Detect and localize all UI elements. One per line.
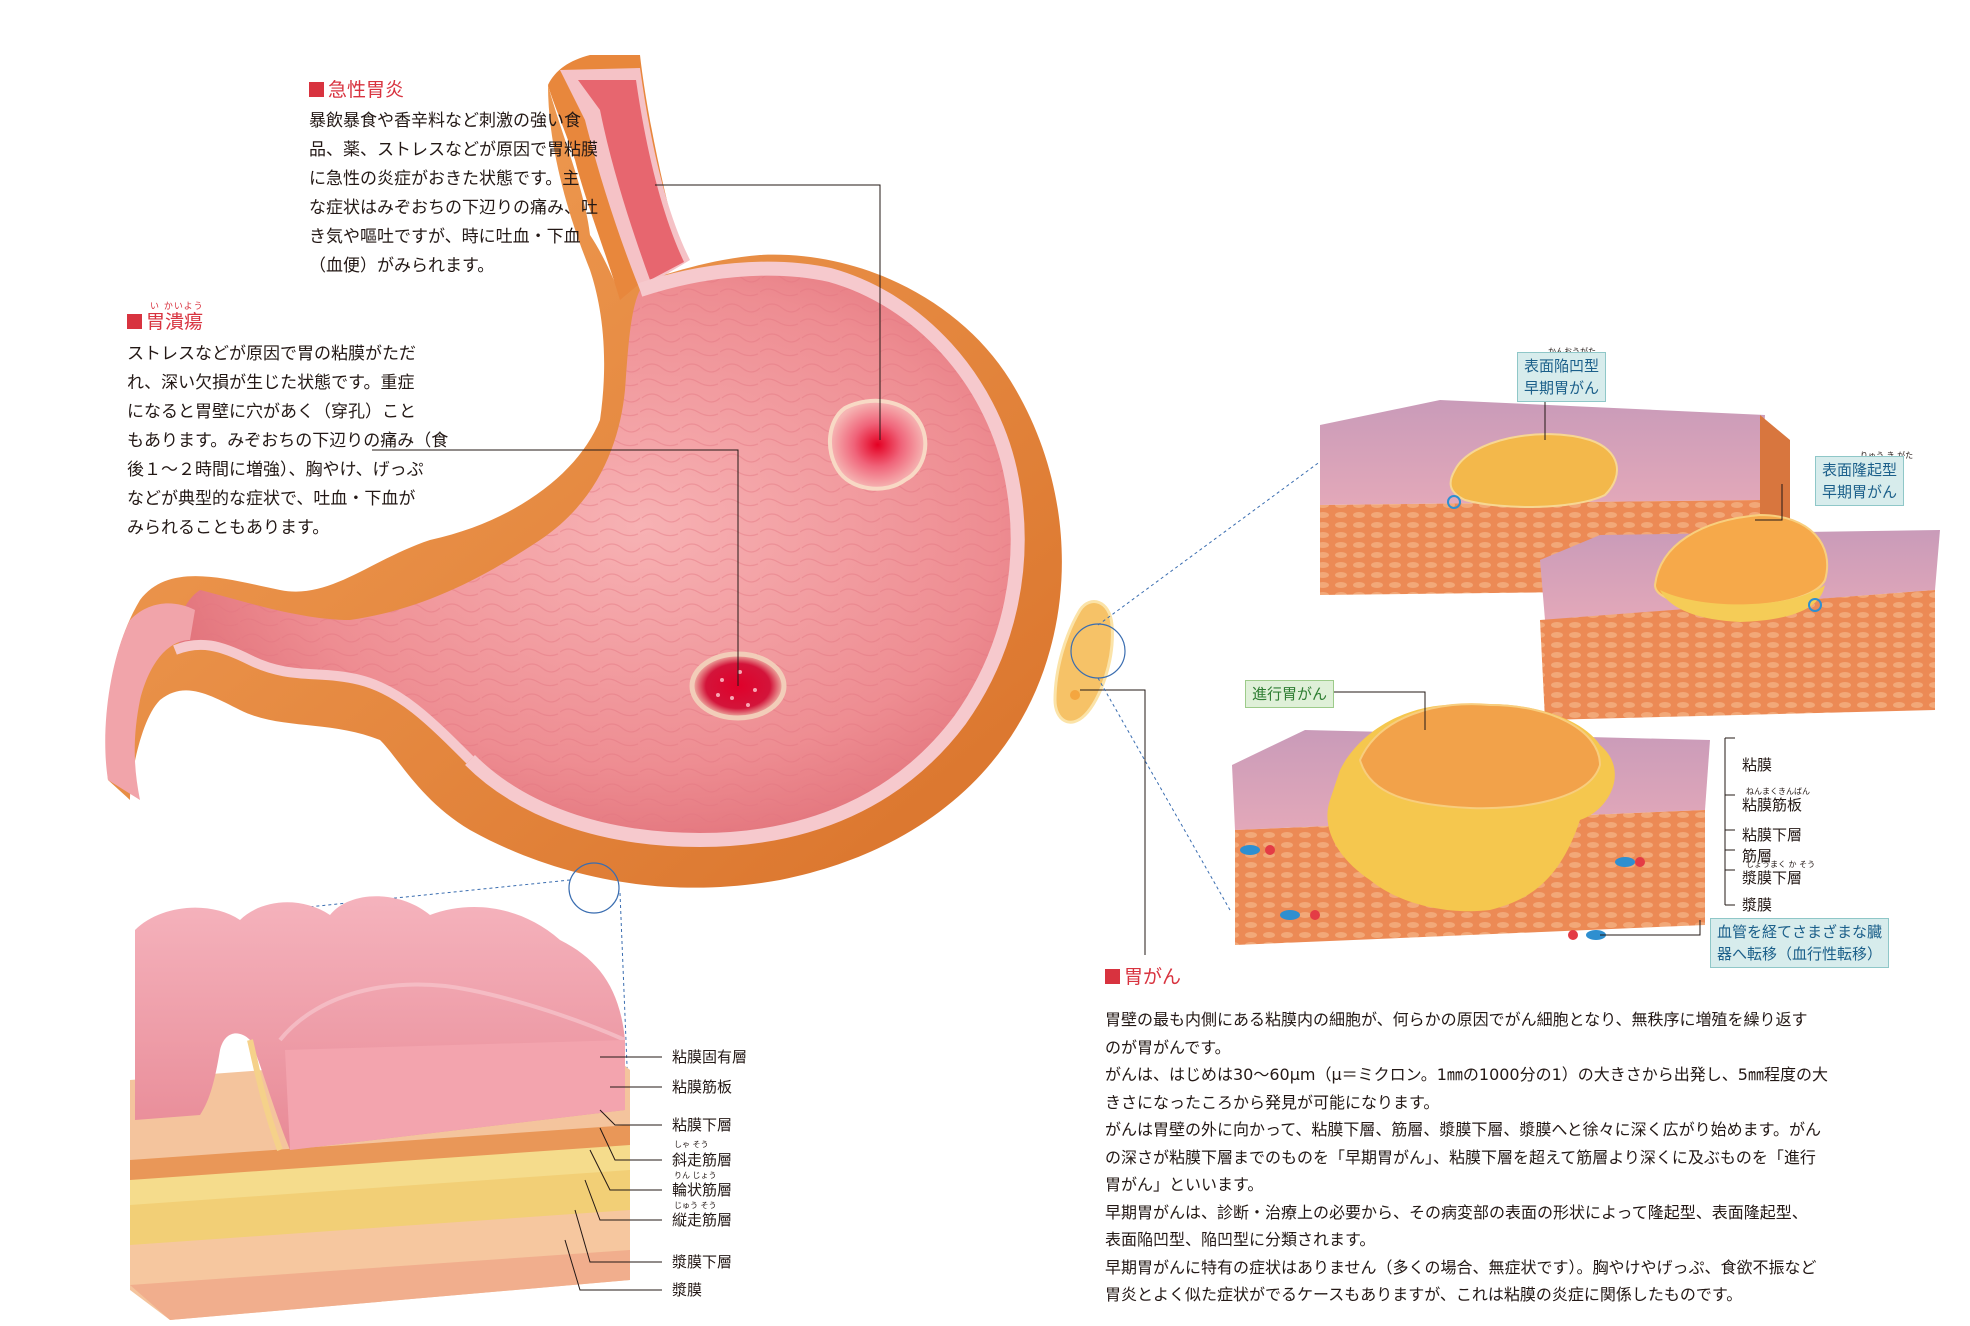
text-line: 品、薬、ストレスなどが原因で胃粘膜: [309, 140, 598, 160]
layer-label: 漿膜下層: [672, 1253, 733, 1271]
cancer-layer-label: 粘膜下層: [1742, 826, 1803, 844]
callout-line: 表面隆起型: [1822, 461, 1898, 479]
acute-gastritis-title: 急性胃炎: [328, 79, 405, 101]
text-line: 暴飲暴食や香辛料など刺激の強い食: [309, 111, 581, 131]
depressed-type-callout: 表面陥凹型 早期胃がん: [1517, 352, 1607, 402]
text-line: 早期胃がんは、診断・治療上の必要から、その病変部の表面の形状によって隆起型、表面…: [1105, 1202, 1808, 1222]
metastasis-callout: 血管を経てさまざまな臓 器へ転移（血行性転移）: [1710, 918, 1890, 968]
text-line: に急性の炎症がおきた状態です。主: [309, 169, 580, 189]
layer-label: 縦走筋層: [672, 1211, 733, 1229]
text-line: きさになったころから発見が可能になります。: [1105, 1092, 1440, 1112]
text-line: 早期胃がんに特有の症状はありません（多くの場合、無症状です）。胸やけやげっぷ、食…: [1105, 1257, 1817, 1277]
text-line: などが典型的な症状で、吐血・下血が: [127, 489, 416, 509]
layer-reading: じゅう そう: [674, 1201, 717, 1210]
gastritis-lesion: [827, 398, 928, 491]
callout-line: 進行胃がん: [1252, 685, 1328, 703]
layer-label: 粘膜筋板: [672, 1078, 733, 1096]
layer-label: 漿膜: [672, 1281, 703, 1299]
acute-gastritis-text: 暴飲暴食や香辛料など刺激の強い食 品、薬、ストレスなどが原因で胃粘膜 に急性の炎…: [309, 107, 639, 281]
layer-reading: りん じょう: [674, 1171, 717, 1180]
callout-line: 表面陥凹型: [1524, 357, 1600, 375]
text-line: 後１～２時間に増強）、胸やけ、げっぷ: [127, 460, 424, 480]
text-line: がんは胃壁の外に向かって、粘膜下層、筋層、漿膜下層、漿膜へと徐々に深く広がり始め…: [1105, 1120, 1822, 1139]
text-line: き気や嘔吐ですが、時に吐血・下血: [309, 227, 581, 247]
depressed-reading: かんおうがた: [1548, 346, 1596, 357]
gastric-cancer-text: 胃壁の最も内側にある粘膜内の細胞が、何らかの原因でがん細胞となり、無秩序に増殖を…: [1105, 1006, 1945, 1309]
advanced-type-callout: 進行胃がん: [1245, 680, 1335, 708]
gastric-cancer-heading: 胃がん: [1105, 965, 1181, 989]
cancer-layer-label: 漿膜下層: [1742, 869, 1803, 887]
acute-gastritis-heading: 急性胃炎: [309, 78, 404, 102]
cancer-layer-label: 筋層: [1742, 847, 1773, 865]
gastric-ulcer-title: 胃潰瘍: [146, 311, 204, 333]
elevated-reading: りゅう き がた: [1860, 451, 1914, 460]
callout-line: 器へ転移（血行性転移）: [1717, 945, 1883, 963]
elevated-type-callout: 表面隆起型 早期胃がん: [1815, 456, 1905, 506]
layer-label: 輪状筋層: [672, 1181, 733, 1199]
cancer-layer-label: 粘膜筋板: [1742, 796, 1803, 814]
layer-label: 粘膜固有層: [672, 1048, 748, 1066]
text-line: 表面陥凹型、陥凹型に分類されます。: [1105, 1230, 1376, 1249]
gastric-ulcer-text: ストレスなどが原因で胃の粘膜がただ れ、深い欠損が生じた状態です。重症 になると…: [127, 340, 477, 543]
text-line: 胃壁の最も内側にある粘膜内の細胞が、何らかの原因でがん細胞となり、無秩序に増殖を…: [1105, 1010, 1808, 1029]
text-line: 胃がん」といいます。: [1105, 1175, 1264, 1194]
text-line: の深さが粘膜下層までのものを「早期胃がん」、粘膜下層を超えて筋層より深くに及ぶも…: [1105, 1147, 1816, 1167]
gastric-ulcer-heading: 胃潰瘍: [127, 310, 203, 334]
wall-layer-block: [130, 896, 630, 1320]
duodenum: [105, 603, 195, 800]
bullet-square-icon: [309, 82, 324, 97]
text-line: のが胃がんです。: [1105, 1037, 1231, 1057]
text-line: がんは、はじめは30～60μm（μ＝ミクロン。1㎜の1000分の1）の大きさから…: [1105, 1065, 1828, 1084]
cancer-layer-reading: ねんまくきんばん: [1746, 787, 1810, 796]
layer-label: 斜走筋層: [672, 1151, 733, 1169]
callout-line: 早期胃がん: [1822, 483, 1898, 501]
gastric-cancer-title: 胃がん: [1124, 966, 1182, 988]
text-line: 胃炎とよく似た症状がでるケースもありますが、これは粘膜の炎症に関係したものです。: [1105, 1285, 1743, 1304]
cancer-layer-label: 粘膜: [1742, 756, 1773, 774]
cancer-layer-label: 漿膜: [1742, 896, 1773, 914]
cancer-lesion: [1053, 600, 1114, 724]
callout-line: 血管を経てさまざまな臓: [1717, 923, 1883, 941]
text-line: （血便）がみられます。: [309, 256, 495, 276]
layer-label: 粘膜下層: [672, 1116, 733, 1134]
gastric-ulcer-reading: い かいよう: [150, 302, 204, 312]
layer-reading: しゃ そう: [674, 1140, 709, 1149]
text-line: れ、深い欠損が生じた状態です。重症: [127, 373, 415, 393]
cancer-layer-reading: しょうまく か そう: [1746, 860, 1816, 869]
text-line: みられることもあります。: [127, 518, 330, 538]
bullet-square-icon: [1105, 969, 1120, 984]
text-line: もあります。みぞおちの下辺りの痛み（食: [127, 431, 449, 451]
text-line: ストレスなどが原因で胃の粘膜がただ: [127, 344, 416, 364]
advanced-cancer-block: [1232, 703, 1710, 945]
text-line: になると胃壁に穴があく（穿孔）こと: [127, 402, 416, 422]
text-line: な症状はみぞおちの下辺りの痛み、吐: [309, 198, 598, 218]
elevated-cancer-block: [1540, 513, 1940, 720]
bullet-square-icon: [127, 314, 142, 329]
callout-line: 早期胃がん: [1524, 379, 1600, 397]
